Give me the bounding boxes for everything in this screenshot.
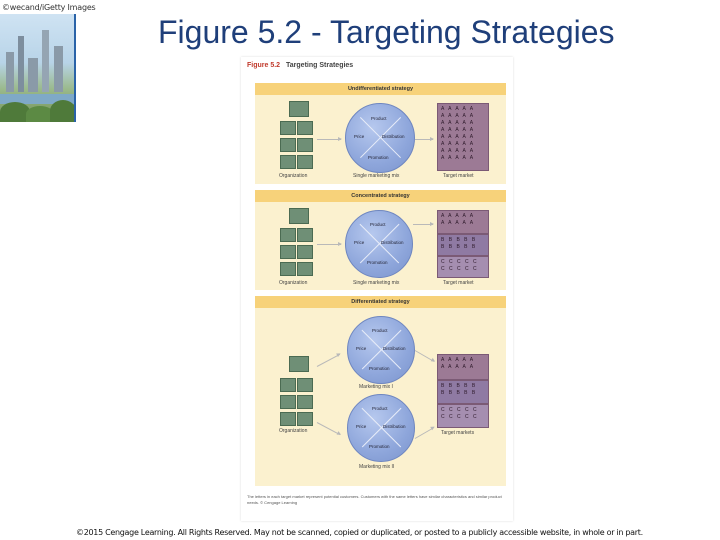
org-caption: Organization <box>279 428 308 434</box>
marketing-mix-circle-1: Product Price Distribution Promotion <box>347 316 415 384</box>
mix2-caption: Marketing mix II <box>359 464 395 470</box>
market-caption: Target market <box>443 173 474 179</box>
marketing-mix-circle-2: Product Price Distribution Promotion <box>347 394 415 462</box>
org-caption: Organization <box>279 173 308 179</box>
city-skyline-photo <box>0 14 76 122</box>
organization-chart <box>280 121 313 169</box>
market-caption: Target market <box>443 280 474 286</box>
mix-caption: Single marketing mix <box>353 280 400 286</box>
mix1-caption: Marketing mix I <box>359 384 393 390</box>
panel-differentiated: Differentiated strategy Product Price Di… <box>255 296 506 486</box>
panel-band: Differentiated strategy <box>255 296 506 308</box>
copyright-notice: ©2015 Cengage Learning. All Rights Reser… <box>76 528 643 537</box>
marketing-mix-circle: Product Price Distribution Promotion <box>345 103 415 173</box>
org-caption: Organization <box>279 280 308 286</box>
panel-band: Concentrated strategy <box>255 190 506 202</box>
panel-concentrated: Concentrated strategy Product Price Dist… <box>255 190 506 290</box>
figure-title: Targeting Strategies <box>286 62 354 69</box>
photo-credit: ©wecand/iGetty Images <box>2 3 96 12</box>
slide-title: Figure 5.2 - Targeting Strategies <box>158 14 615 50</box>
mix-caption: Single marketing mix <box>353 173 400 179</box>
organization-chart <box>280 378 313 426</box>
figure-heading: Figure 5.2 Targeting Strategies <box>247 62 353 69</box>
organization-chart <box>280 228 313 276</box>
figure-number: Figure 5.2 <box>247 62 281 69</box>
panel-band: Undifferentiated strategy <box>255 83 506 95</box>
panel-undifferentiated: Undifferentiated strategy Product Price … <box>255 83 506 184</box>
figure-footnote: The letters in each target market repres… <box>247 494 502 505</box>
figure-page: Figure 5.2 Targeting Strategies Undiffer… <box>241 57 513 521</box>
marketing-mix-circle: Product Price Distribution Promotion <box>345 210 413 278</box>
market-caption: Target markets <box>441 430 475 436</box>
